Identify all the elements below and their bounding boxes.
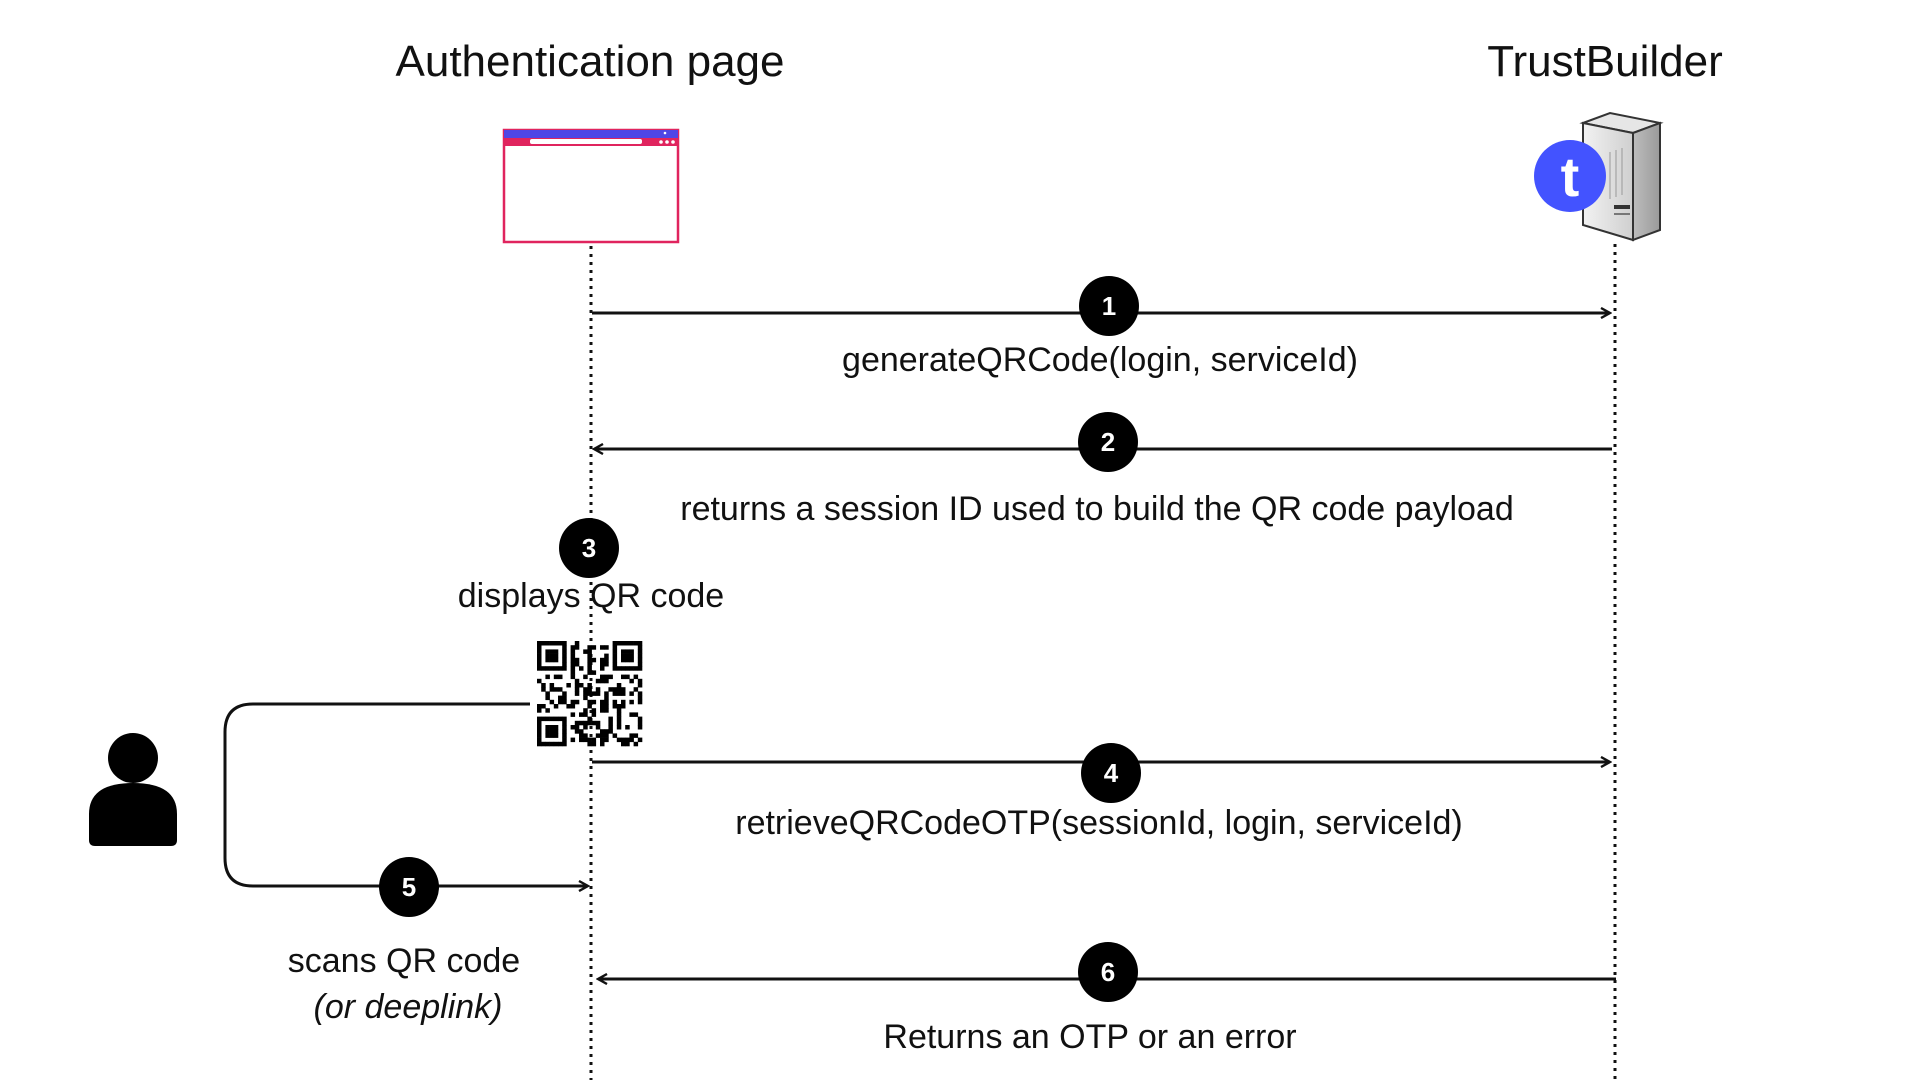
svg-text:1: 1 [1102, 291, 1116, 321]
step-4-badge: 4 [1081, 743, 1141, 803]
step-3-label: displays QR code [458, 577, 724, 615]
step-6-label: Returns an OTP or an error [883, 1018, 1296, 1056]
step-5-arrow [223, 702, 588, 886]
step-5-badge: 5 [379, 857, 439, 917]
svg-text:3: 3 [582, 533, 596, 563]
step-1-badge: 1 [1079, 276, 1139, 336]
svg-text:6: 6 [1101, 957, 1115, 987]
server-icon [1579, 111, 1664, 242]
svg-text:t: t [1561, 145, 1580, 208]
step-1-label: generateQRCode(login, serviceId) [842, 341, 1358, 379]
step-2-label: returns a session ID used to build the Q… [680, 490, 1513, 528]
svg-text:5: 5 [402, 872, 416, 902]
svg-text:2: 2 [1101, 427, 1115, 457]
user-person-icon [89, 733, 177, 846]
participant-title-authentication-page: Authentication page [396, 37, 785, 86]
step-4-label: retrieveQRCodeOTP(sessionId, login, serv… [735, 804, 1463, 842]
participant-title-trustbuilder: TrustBuilder [1487, 37, 1723, 86]
step-3-badge: 3 [559, 518, 619, 578]
step-5-label: scans QR code [288, 942, 520, 980]
svg-text:4: 4 [1104, 758, 1119, 788]
step-6-badge: 6 [1078, 942, 1138, 1002]
qr-code-icon [537, 641, 643, 747]
step-5-sublabel: (or deeplink) [314, 988, 503, 1026]
step-2-badge: 2 [1078, 412, 1138, 472]
trustbuilder-logo-icon: t [1534, 140, 1606, 212]
browser-window-icon [502, 128, 680, 244]
